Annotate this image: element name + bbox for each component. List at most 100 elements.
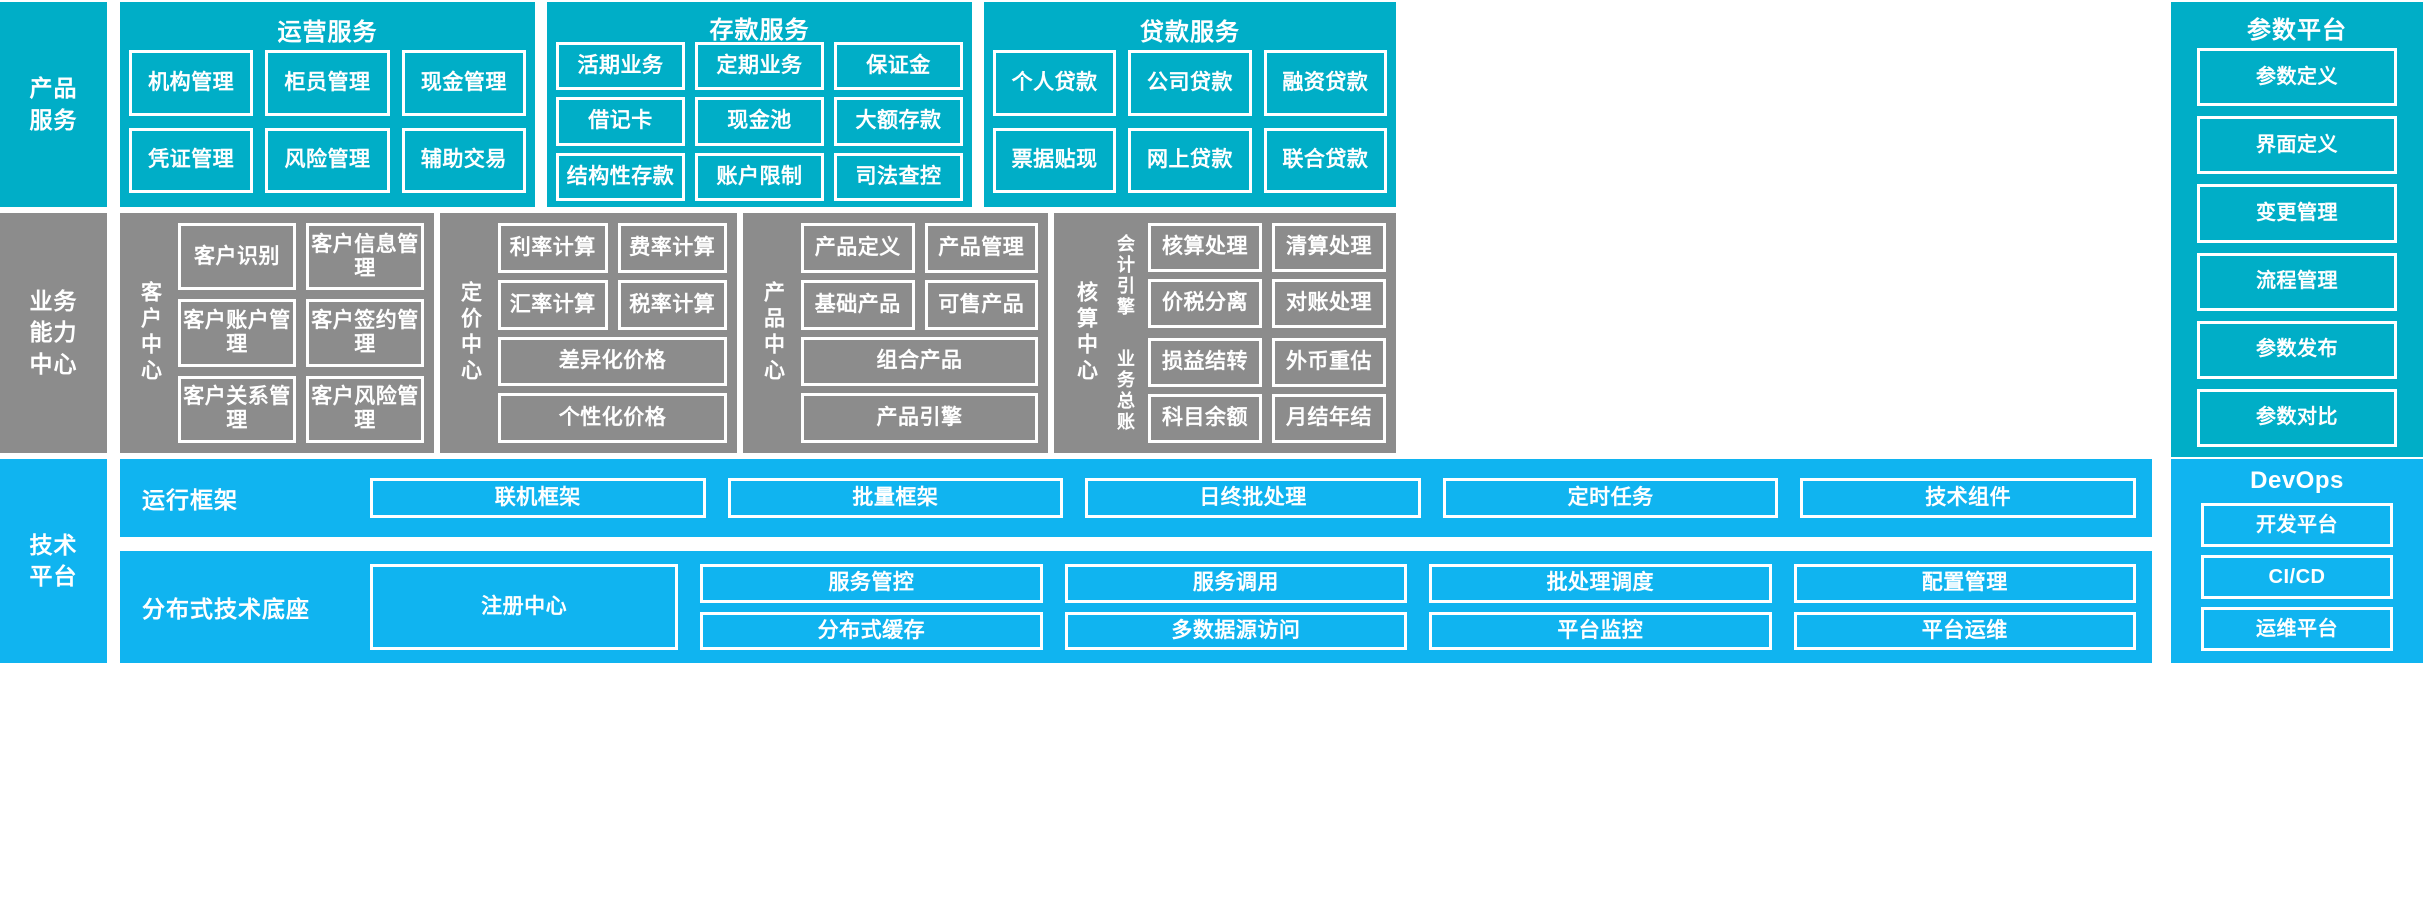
tile-differentiated-pricing[interactable]: 差异化价格	[498, 336, 727, 387]
devops-list: 开发平台 CI/CD 运维平台	[2201, 503, 2393, 651]
tile-technical-component[interactable]: 技术组件	[1800, 478, 2136, 518]
subgroup-label-accounting-engine: 会计引擎	[1115, 233, 1135, 318]
tile-online-framework[interactable]: 联机框架	[370, 478, 706, 518]
tile-customer-risk-management[interactable]: 客户风险管理	[306, 375, 424, 443]
tile-basic-product[interactable]: 基础产品	[801, 279, 915, 330]
tile-settlement-processing[interactable]: 清算处理	[1272, 223, 1386, 272]
tile-institution-management[interactable]: 机构管理	[129, 50, 254, 116]
tile-configuration-management[interactable]: 配置管理	[1793, 564, 2136, 603]
group-operation-services: 运营服务 机构管理 柜员管理 现金管理 凭证管理 风险管理 辅助交易	[120, 2, 535, 207]
tile-cash-pool[interactable]: 现金池	[695, 97, 824, 146]
customer-center-grid: 客户识别 客户信息管理 客户账户管理 客户签约管理 客户关系管理 客户风险管理	[178, 223, 424, 443]
center-pricing: 定价中心 利率计算 费率计算 汇率计算 税率计算 差异化价格 个性化价格	[440, 213, 737, 453]
group-parameter-platform: 参数平台 参数定义 界面定义 变更管理 流程管理 参数发布 参数对比	[2171, 2, 2423, 457]
row-label-line-1: 产品	[29, 75, 78, 102]
tile-sellable-product[interactable]: 可售产品	[924, 279, 1038, 330]
tile-large-deposit[interactable]: 大额存款	[834, 97, 963, 146]
tile-customer-contract-management[interactable]: 客户签约管理	[306, 299, 424, 367]
tile-customer-account-management[interactable]: 客户账户管理	[178, 299, 296, 367]
center-customer: 客户中心 客户识别 客户信息管理 客户账户管理 客户签约管理 客户关系管理 客户…	[120, 213, 434, 453]
center-label-product: 产品中心	[761, 281, 785, 385]
tile-teller-management[interactable]: 柜员管理	[265, 50, 390, 116]
tile-registry-center[interactable]: 注册中心	[370, 564, 679, 650]
tile-end-of-day-batch[interactable]: 日终批处理	[1085, 478, 1421, 518]
tile-personalized-pricing[interactable]: 个性化价格	[498, 393, 727, 443]
tile-operations-platform[interactable]: 运维平台	[2201, 607, 2393, 651]
tile-parameter-publish[interactable]: 参数发布	[2197, 320, 2397, 379]
tile-distributed-cache[interactable]: 分布式缓存	[700, 611, 1043, 650]
row-label-line-2: 服务	[29, 106, 78, 133]
row-label-technology-platform: 技术 平台	[0, 459, 107, 663]
tile-development-platform[interactable]: 开发平台	[2201, 503, 2393, 547]
tile-reconciliation-processing[interactable]: 对账处理	[1272, 279, 1386, 328]
tile-foreign-currency-revaluation[interactable]: 外币重估	[1272, 338, 1386, 387]
operation-services-grid: 机构管理 柜员管理 现金管理 凭证管理 风险管理 辅助交易	[120, 50, 535, 193]
row-product-services: 产品 服务 运营服务 机构管理 柜员管理 现金管理 凭证管理 风险管理 辅助交易…	[0, 2, 2423, 457]
strip-runtime-framework: 运行框架 联机框架 批量框架 日终批处理 定时任务 技术组件	[120, 459, 2152, 537]
tile-profit-loss-carryover[interactable]: 损益结转	[1148, 338, 1262, 387]
tile-margin-deposit[interactable]: 保证金	[834, 42, 963, 91]
tile-service-invocation[interactable]: 服务调用	[1064, 564, 1408, 603]
tile-parameter-compare[interactable]: 参数对比	[2197, 388, 2397, 448]
tile-corporate-loan[interactable]: 公司贷款	[1128, 50, 1252, 116]
tile-scheduled-task[interactable]: 定时任务	[1442, 478, 1779, 518]
tile-debit-card[interactable]: 借记卡	[556, 97, 685, 146]
tile-exchange-rate-calculation[interactable]: 汇率计算	[498, 279, 608, 330]
tile-bill-discount[interactable]: 票据贴现	[993, 127, 1117, 193]
tile-month-year-end-closing[interactable]: 月结年结	[1272, 394, 1386, 443]
tile-online-loan[interactable]: 网上贷款	[1128, 127, 1252, 193]
group-title-parameter-platform: 参数平台	[2247, 17, 2347, 44]
tile-batch-scheduling[interactable]: 批处理调度	[1429, 564, 1772, 603]
tile-time-deposit[interactable]: 定期业务	[695, 42, 824, 91]
tile-batch-framework[interactable]: 批量框架	[727, 478, 1064, 518]
group-title-operation-services: 运营服务	[277, 19, 378, 46]
tile-financing-loan[interactable]: 融资贷款	[1263, 50, 1387, 116]
group-deposit-services: 存款服务 活期业务 定期业务 保证金 借记卡 现金池 大额存款 结构性存款 账户…	[547, 2, 972, 207]
tile-fee-rate-calculation[interactable]: 费率计算	[617, 223, 727, 273]
tile-product-engine[interactable]: 产品引擎	[801, 393, 1038, 443]
group-devops: DevOps 开发平台 CI/CD 运维平台	[2171, 459, 2423, 663]
tile-composite-product[interactable]: 组合产品	[801, 336, 1038, 387]
tile-auxiliary-transaction[interactable]: 辅助交易	[401, 127, 526, 193]
tile-accounting-processing[interactable]: 核算处理	[1148, 223, 1262, 272]
tile-customer-identification[interactable]: 客户识别	[178, 223, 296, 291]
tile-process-management[interactable]: 流程管理	[2197, 252, 2397, 311]
row-label-line-1: 技术	[29, 531, 78, 558]
tile-service-governance[interactable]: 服务管控	[700, 564, 1043, 603]
tile-demand-deposit[interactable]: 活期业务	[556, 42, 685, 91]
tile-account-balance[interactable]: 科目余额	[1148, 394, 1262, 443]
row-technology-platform: 技术 平台 运行框架 联机框架 批量框架 日终批处理 定时任务 技术组件 分布式…	[0, 459, 2423, 917]
tile-cash-management[interactable]: 现金管理	[401, 50, 526, 116]
tile-joint-loan[interactable]: 联合贷款	[1263, 127, 1387, 193]
tile-price-tax-separation[interactable]: 价税分离	[1148, 279, 1262, 328]
tile-platform-operations[interactable]: 平台运维	[1793, 611, 2136, 650]
tile-ui-definition[interactable]: 界面定义	[2197, 116, 2397, 175]
tile-voucher-management[interactable]: 凭证管理	[129, 127, 254, 193]
tile-account-restriction[interactable]: 账户限制	[695, 152, 824, 201]
tile-structured-deposit[interactable]: 结构性存款	[556, 152, 685, 201]
accounting-subgroup-engine: 会计引擎 核算处理 清算处理 价税分离 对账处理	[1110, 223, 1386, 328]
tile-product-management[interactable]: 产品管理	[924, 223, 1038, 273]
tile-ci-cd[interactable]: CI/CD	[2201, 555, 2393, 599]
row-label-line-1: 业务	[29, 288, 78, 315]
group-title-loan-services: 贷款服务	[1140, 19, 1240, 46]
tile-platform-monitoring[interactable]: 平台监控	[1429, 611, 1772, 650]
subgroup-label-business-ledger: 业务总账	[1115, 348, 1135, 433]
tile-change-management[interactable]: 变更管理	[2197, 184, 2397, 243]
tile-tax-rate-calculation[interactable]: 税率计算	[617, 279, 727, 330]
tile-parameter-definition[interactable]: 参数定义	[2197, 48, 2397, 107]
tile-personal-loan[interactable]: 个人贷款	[993, 50, 1117, 116]
tile-product-definition[interactable]: 产品定义	[801, 223, 915, 273]
loan-services-grid: 个人贷款 公司贷款 融资贷款 票据贴现 网上贷款 联合贷款	[984, 50, 1396, 193]
tile-interest-rate-calculation[interactable]: 利率计算	[498, 223, 608, 273]
distributed-foundation-cells: 注册中心 服务管控 服务调用 批处理调度 配置管理 分布式缓存 多数据源访问 平…	[370, 564, 2152, 650]
tile-judicial-control[interactable]: 司法查控	[834, 152, 963, 201]
parameter-platform-list: 参数定义 界面定义 变更管理 流程管理 参数发布 参数对比	[2197, 48, 2397, 448]
center-label-customer: 客户中心	[138, 281, 162, 385]
tile-risk-management[interactable]: 风险管理	[265, 127, 390, 193]
row-label-business-capability: 业务 能力 中心	[0, 213, 107, 453]
tile-multi-datasource-access[interactable]: 多数据源访问	[1064, 611, 1408, 650]
tile-customer-info-management[interactable]: 客户信息管理	[306, 223, 424, 291]
tile-customer-relationship-management[interactable]: 客户关系管理	[178, 375, 296, 443]
